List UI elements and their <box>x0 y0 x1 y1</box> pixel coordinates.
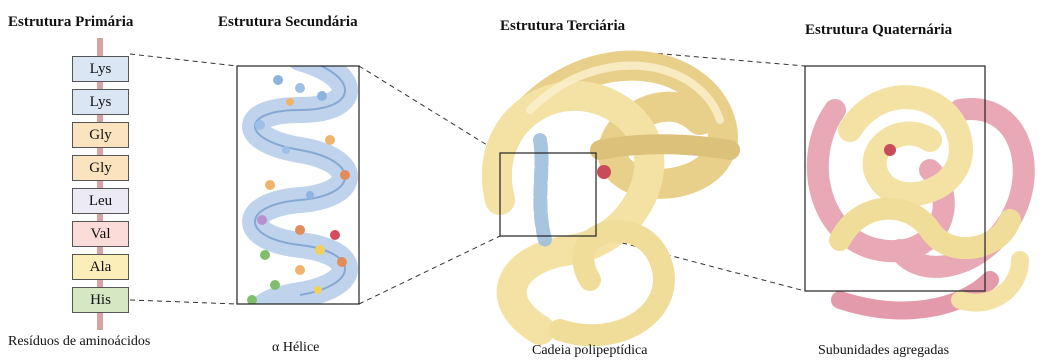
tertiary-structure-caption: Cadeia polipeptídica <box>532 343 647 359</box>
tertiary-fold <box>497 66 730 336</box>
quaternary-assembly <box>818 97 1024 310</box>
quaternary-structure-caption: Subunidades agregadas <box>818 343 949 359</box>
secondary-structure-caption: α Hélice <box>272 340 319 356</box>
primary-structure-caption: Resíduos de aminoácidos <box>8 334 150 350</box>
alpha-helix <box>247 58 350 330</box>
